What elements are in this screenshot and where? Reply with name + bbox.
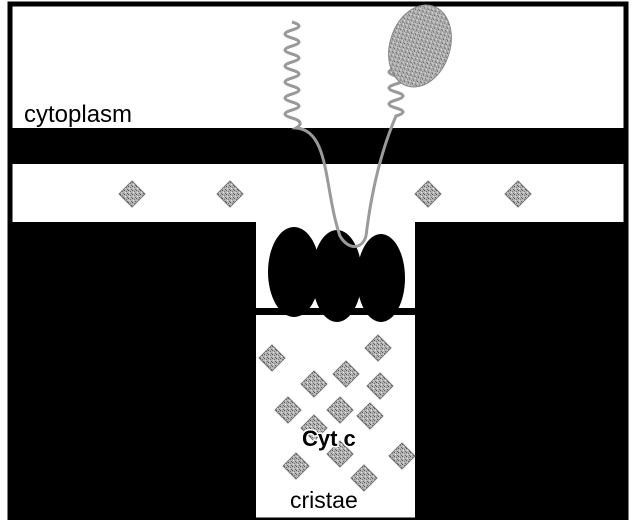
pore-complex (268, 227, 405, 322)
crista-wall-left (248, 315, 256, 520)
pore-subunit-3 (357, 234, 405, 322)
crista-wall-right (415, 315, 423, 520)
cyt-c-label: Cyt c (302, 426, 356, 451)
inner-membrane-left (10, 222, 256, 520)
cristae-label: cristae (290, 487, 358, 513)
inner-membrane-right (415, 222, 626, 520)
cytoplasm-label: cytoplasm (24, 101, 132, 128)
pore-subunit-2 (312, 230, 362, 322)
